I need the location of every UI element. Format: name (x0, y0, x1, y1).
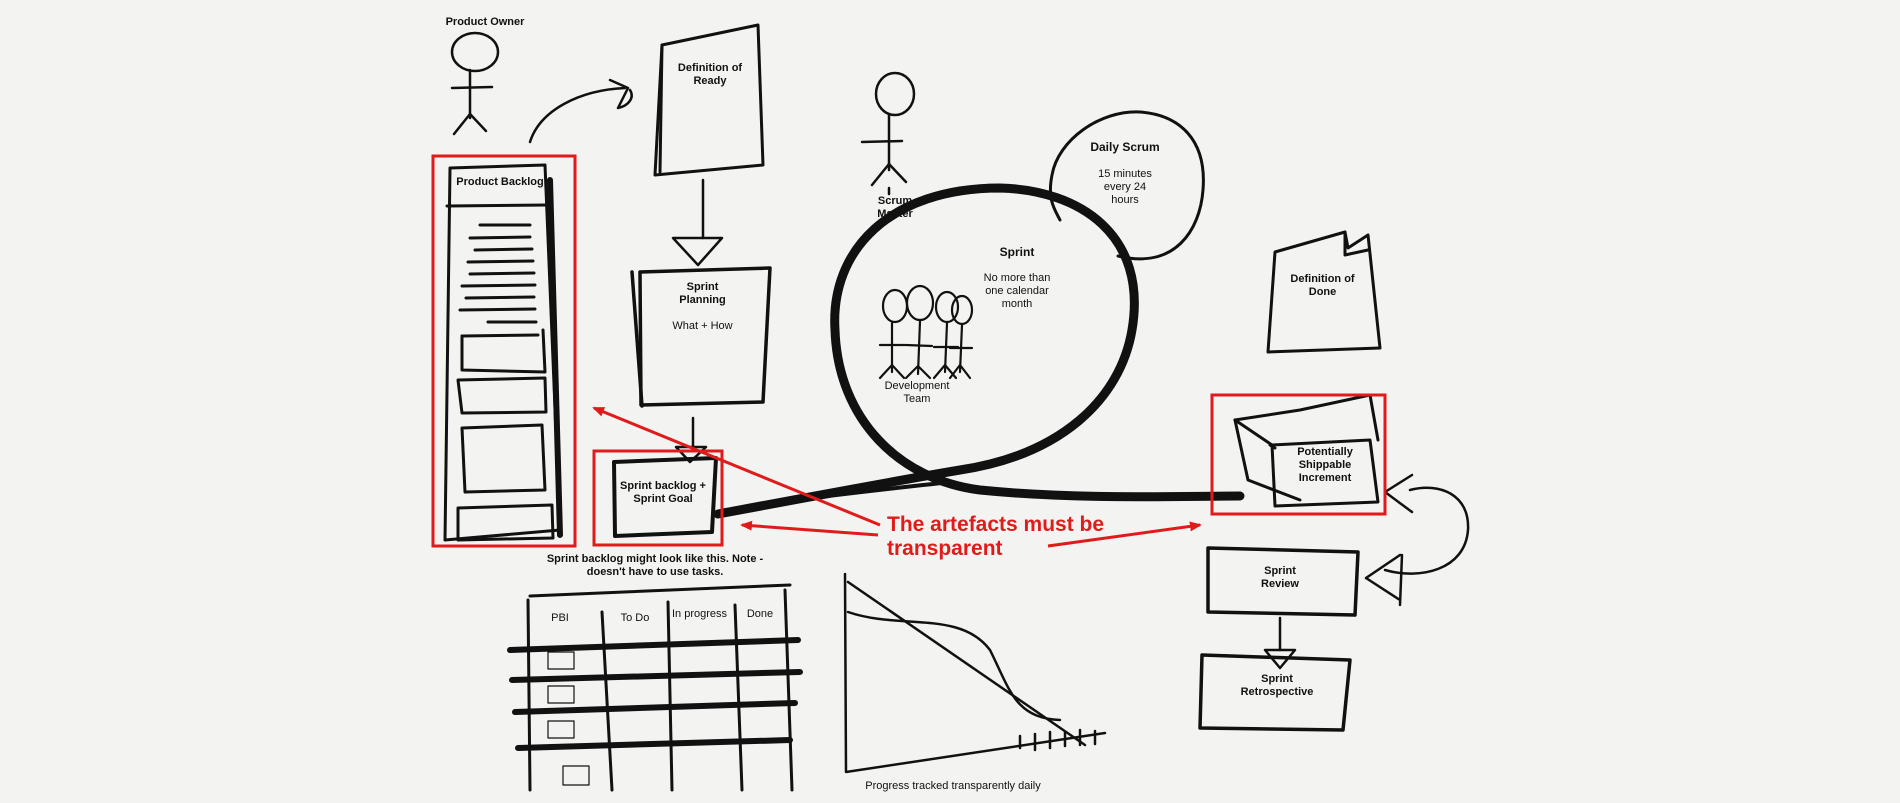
sprint-planning-subtitle: What + How (672, 320, 733, 332)
task-board-caption: Sprint backlog might look like this. Not… (546, 553, 764, 579)
sprint-title: Sprint (999, 245, 1035, 259)
sprint-review-label: Sprint Review (1261, 565, 1299, 591)
daily-scrum-circle (1048, 110, 1205, 261)
product-backlog-shape (443, 163, 563, 542)
sprint-planning-shape (630, 266, 772, 408)
sprint-backlog-shape (612, 456, 718, 538)
sprint-review-shape (1206, 546, 1360, 617)
review-to-retro-arrow (1263, 616, 1297, 670)
burndown-caption: Progress tracked transparently daily (865, 780, 1041, 792)
product-backlog-label: Product Backlog (456, 176, 544, 188)
definition-of-done-shape (1266, 230, 1382, 354)
task-board-grid (507, 583, 803, 792)
task-board-column-done: Done (746, 608, 774, 620)
sprint-loop (713, 183, 1245, 519)
sprint-backlog-highlight (592, 449, 724, 547)
increment-highlight (1210, 393, 1387, 516)
transparency-arrows (592, 406, 1202, 548)
review-to-increment-arrow (1364, 473, 1470, 607)
product-backlog-highlight (431, 154, 577, 548)
burndown-chart-drawing (843, 572, 1107, 774)
transparency-callout: The artefacts must be transparent (887, 513, 1105, 561)
sprint-planning-title: Sprint Planning (679, 281, 726, 307)
sprint-retrospective-shape (1198, 653, 1352, 732)
sprint-subtitle: No more than one calendar month (983, 272, 1051, 311)
product-owner-label: Product Owner (445, 16, 525, 28)
daily-scrum-title: Daily Scrum (1090, 140, 1160, 154)
scrum-master-figure (860, 71, 916, 196)
increment-shape (1233, 393, 1380, 508)
daily-scrum-subtitle: 15 minutes every 24 hours (1098, 168, 1152, 207)
task-board-column-pbi: PBI (551, 612, 569, 624)
planning-to-backlog-arrow (674, 416, 708, 464)
definition-of-done-label: Definition of Done (1290, 273, 1355, 299)
scrum-master-label: Scrum Master (877, 195, 913, 221)
task-board-column-in-progress: In progress (671, 608, 728, 620)
development-team-figures (878, 284, 974, 380)
sprint-retrospective-label: Sprint Retrospective (1240, 673, 1314, 699)
product-owner-figure (450, 31, 500, 136)
development-team-label: Development Team (884, 380, 950, 406)
ready-to-planning-arrow (671, 178, 724, 267)
sprint-backlog-label: Sprint backlog + Sprint Goal (620, 480, 706, 506)
increment-label: Potentially Shippable Increment (1297, 446, 1353, 485)
definition-of-ready-shape (653, 23, 765, 177)
owner-to-ready-arrow (528, 78, 633, 144)
task-board-column-todo: To Do (620, 612, 650, 624)
definition-of-ready-label: Definition of Ready (677, 62, 743, 88)
